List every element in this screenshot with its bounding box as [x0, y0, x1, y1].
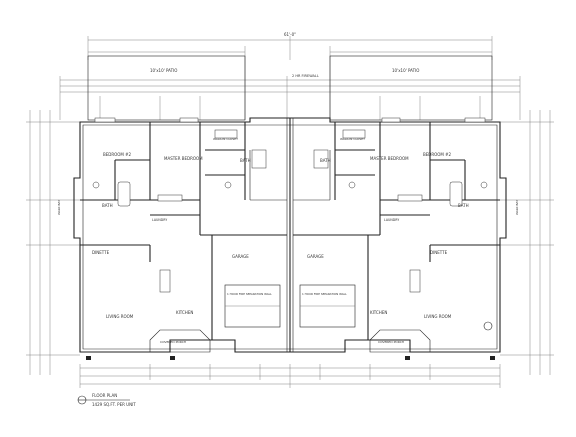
room-dinette-right: DINETTE: [430, 250, 448, 255]
dimension-lines-top: 61'-0": [59, 32, 521, 120]
plan-title: FLOOR PLAN: [92, 393, 117, 398]
room-living-right: LIVING ROOM: [424, 314, 452, 319]
room-porch-left: COVERED PORCH: [160, 340, 186, 344]
garage-note-left: 1 HOUR FIRE SEPARATION WALL: [227, 292, 272, 296]
room-master-left: MASTER BEDROOM: [164, 156, 203, 161]
room-closet-right: WALK-IN CLOSET: [340, 137, 365, 141]
room-bath-right-2: BATH: [320, 158, 331, 163]
room-dinette-left: DINETTE: [92, 250, 110, 255]
dimension-lines-sides: [26, 110, 554, 375]
overall-dimension: 61'-0": [284, 32, 296, 37]
patios: 10'x10' PATIO 10'x10' PATIO: [87, 55, 493, 121]
room-kitchen-right: KITCHEN: [370, 310, 387, 315]
dimension-lines-bottom: [79, 364, 501, 388]
room-kitchen-left: KITCHEN: [176, 310, 193, 315]
room-bedroom2-left: BEDROOM #2: [103, 152, 132, 157]
room-labels-right: BEDROOM #2 MASTER BEDROOM BATH BATH WALK…: [307, 137, 519, 344]
plan-area: 1429 SQ.FT. PER UNIT: [92, 402, 136, 407]
room-bedroom2-right: BEDROOM #2: [423, 152, 452, 157]
patio-label-right: 10'x10' PATIO: [392, 68, 419, 73]
fixtures: [92, 117, 488, 293]
room-closet-left: WALK-IN CLOSET: [213, 137, 238, 141]
room-walkbay-right: WALK BAY: [515, 200, 519, 215]
room-bath-left-2: BATH: [240, 158, 251, 163]
room-walkbay-left: WALK BAY: [57, 200, 61, 215]
party-wall-note: 2 HR FIREWALL: [292, 74, 319, 78]
room-laundry-left: LAUNDRY: [152, 218, 167, 222]
porches: [149, 329, 431, 353]
title-block: FLOOR PLAN 1429 SQ.FT. PER UNIT: [77, 393, 136, 407]
room-labels-left: BEDROOM #2 MASTER BEDROOM BATH BATH WALK…: [57, 137, 251, 344]
garage-detail: 1 HOUR FIRE SEPARATION WALL 1 HOUR FIRE …: [224, 284, 356, 328]
room-garage-right: GARAGE: [307, 254, 324, 259]
garage-note-right: 1 HOUR FIRE SEPARATION WALL: [302, 292, 347, 296]
room-bath-left-1: BATH: [102, 203, 113, 208]
room-master-right: MASTER BEDROOM: [370, 156, 409, 161]
room-living-left: LIVING ROOM: [106, 314, 134, 319]
interior-walls-left: [80, 122, 287, 340]
room-bath-right-1: BATH: [458, 203, 469, 208]
callout-marks: [86, 321, 495, 360]
room-garage-left: GARAGE: [232, 254, 249, 259]
room-laundry-right: LAUNDRY: [384, 218, 399, 222]
room-porch-right: COVERED PORCH: [378, 340, 404, 344]
patio-label-left: 10'x10' PATIO: [150, 68, 177, 73]
